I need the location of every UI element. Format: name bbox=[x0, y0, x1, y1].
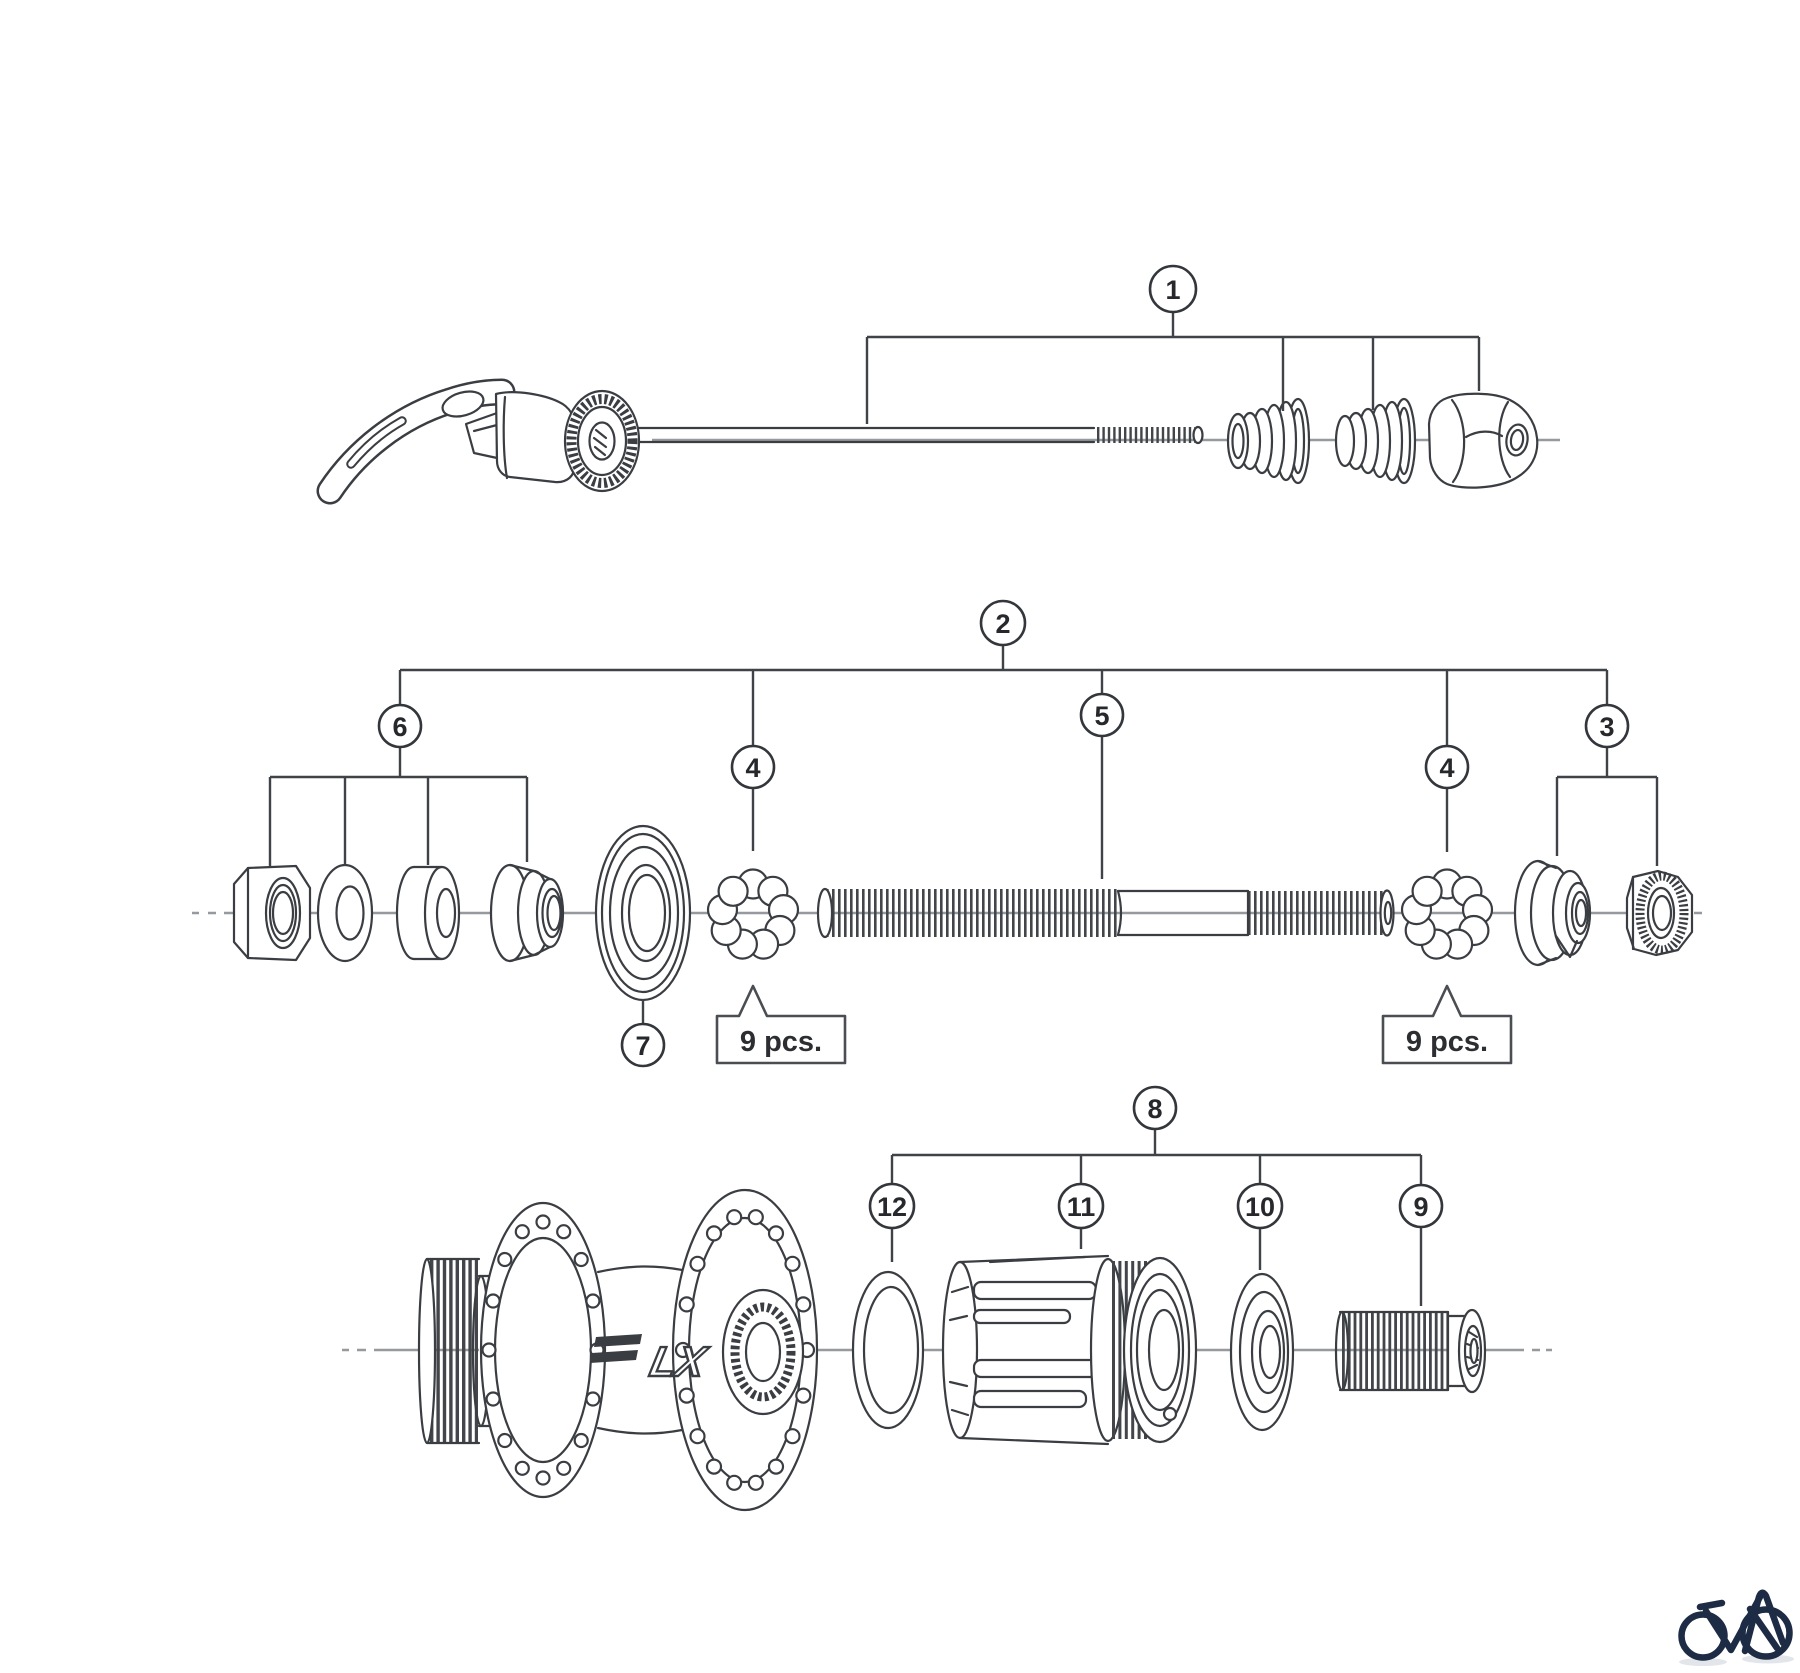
qr-serrated-cap bbox=[563, 389, 641, 493]
logo-shadow-front bbox=[1679, 1658, 1727, 1666]
qr-spring-right bbox=[1334, 397, 1417, 485]
axle-assembly bbox=[232, 824, 1694, 1002]
dust-cap bbox=[594, 824, 692, 1002]
svg-text:8: 8 bbox=[1147, 1094, 1162, 1124]
callout-8: 8 bbox=[1132, 1085, 1178, 1131]
ball-bearings-right bbox=[1400, 868, 1494, 960]
qr-skewer-rod bbox=[634, 425, 1204, 445]
left-seal-ring bbox=[395, 865, 461, 961]
hub-brand-logo: LX bbox=[590, 1334, 713, 1386]
qr-end-nut bbox=[1427, 392, 1539, 489]
bearing-count-label-right: 9 pcs. bbox=[1381, 984, 1513, 1065]
svg-text:11: 11 bbox=[1067, 1192, 1096, 1222]
svg-text:7: 7 bbox=[635, 1031, 650, 1061]
callout-10: 10 bbox=[1236, 1182, 1284, 1230]
seal-ring bbox=[851, 1270, 925, 1430]
left-locknut bbox=[232, 864, 312, 962]
svg-text:4: 4 bbox=[745, 753, 760, 783]
hub-logo-text: LX bbox=[646, 1338, 712, 1384]
hub-assembly: LX bbox=[417, 1188, 1487, 1512]
left-washer bbox=[316, 863, 374, 963]
ball-bearings-left bbox=[706, 868, 800, 960]
svg-text:2: 2 bbox=[995, 609, 1010, 639]
callout-11: 11 bbox=[1057, 1182, 1105, 1230]
callout-6: 6 bbox=[377, 703, 423, 749]
left-cone bbox=[489, 863, 565, 963]
logo-front-wheel-icon bbox=[1678, 1611, 1728, 1661]
hub-right-flange bbox=[671, 1188, 819, 1512]
svg-text:4: 4 bbox=[1439, 753, 1454, 783]
svg-text:1: 1 bbox=[1165, 275, 1180, 305]
right-locknut bbox=[1625, 869, 1694, 957]
bearing-count-label-left: 9 pcs. bbox=[715, 984, 847, 1065]
callout-3: 3 bbox=[1584, 703, 1630, 749]
svg-text:9 pcs.: 9 pcs. bbox=[1406, 1026, 1488, 1058]
hub-spline-bore bbox=[721, 1288, 805, 1416]
callout-9: 9 bbox=[1398, 1183, 1444, 1229]
svg-text:5: 5 bbox=[1094, 701, 1109, 731]
svg-text:3: 3 bbox=[1599, 712, 1614, 742]
quick-release-assembly bbox=[316, 378, 1539, 505]
callout-1: 1 bbox=[1148, 264, 1198, 314]
callout-2: 2 bbox=[979, 599, 1027, 647]
logo-rear-diagonal bbox=[1746, 1605, 1781, 1652]
svg-text:9: 9 bbox=[1413, 1192, 1428, 1222]
callout-12: 12 bbox=[868, 1182, 916, 1230]
callout-5: 5 bbox=[1079, 692, 1125, 738]
hub-left-flange bbox=[479, 1201, 607, 1499]
callout-4-left: 4 bbox=[730, 744, 776, 790]
axle bbox=[816, 887, 1395, 939]
svg-text:6: 6 bbox=[392, 712, 407, 742]
threaded-spacer bbox=[1334, 1308, 1487, 1394]
svg-text:12: 12 bbox=[877, 1192, 907, 1222]
logo-rear-triangle bbox=[1741, 1589, 1787, 1655]
callout-4-right: 4 bbox=[1424, 744, 1470, 790]
leader-lines bbox=[268, 312, 1659, 1306]
hub-barrel bbox=[596, 1265, 684, 1435]
logo-seat-bar bbox=[1696, 1599, 1726, 1611]
callout-7: 7 bbox=[620, 1022, 666, 1068]
svg-text:10: 10 bbox=[1245, 1192, 1275, 1222]
svg-text:9 pcs.: 9 pcs. bbox=[740, 1026, 822, 1058]
qr-spring-left bbox=[1226, 397, 1311, 485]
bike-logo bbox=[1678, 1589, 1794, 1666]
freehub-cone bbox=[1229, 1272, 1295, 1432]
right-cone bbox=[1513, 859, 1592, 967]
qr-lever bbox=[316, 378, 516, 505]
freehub-body bbox=[941, 1254, 1198, 1446]
